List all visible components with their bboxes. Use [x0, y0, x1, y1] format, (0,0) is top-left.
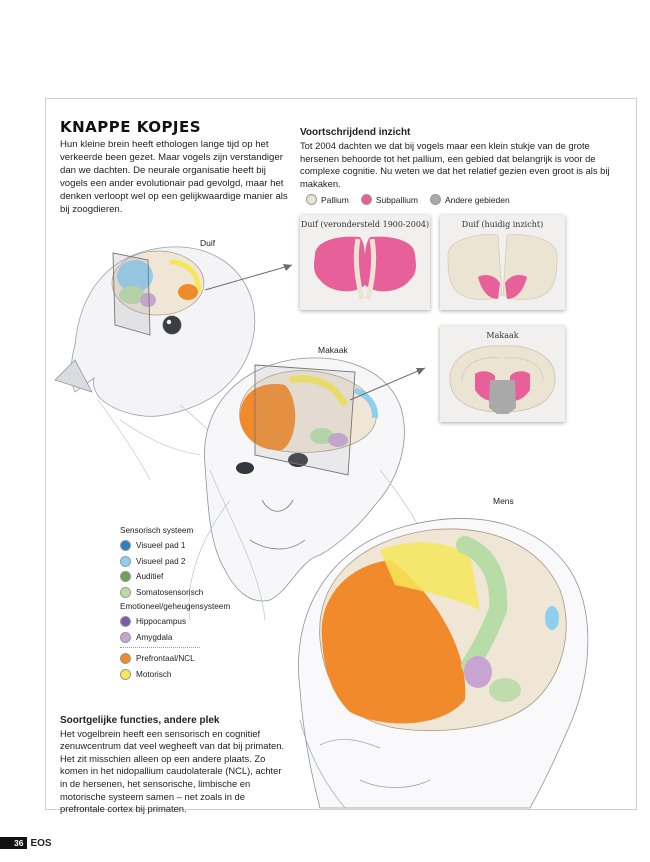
panel-title: Duif (huidig inzicht)	[461, 220, 544, 229]
legend-group-sensory: Sensorisch systeem	[120, 526, 194, 535]
legend-label: Somatosensorisch	[136, 587, 204, 597]
legend-label: Hippocampus	[136, 617, 187, 627]
article-intro: Hun kleine brein heeft ethologen lange t…	[60, 139, 288, 215]
legend-label: Visueel pad 2	[136, 556, 186, 566]
legend-label: Amygdala	[136, 632, 173, 642]
subpallium-swatch	[360, 194, 372, 205]
visual-path-2-swatch	[120, 555, 131, 567]
panel-pigeon-new: Duif (huidig inzicht)	[440, 215, 565, 310]
pigeon-old-section	[314, 236, 416, 300]
panel-title: Makaak	[486, 331, 519, 340]
motor-swatch	[120, 668, 131, 680]
legend-item-visual-2: Visueel pad 2	[120, 554, 230, 570]
panel-macaque: Makaak	[440, 326, 565, 422]
bottom-section: Soortgelijke functies, andere plek Het v…	[60, 715, 290, 816]
legend-item-prefrontal: Prefrontaal/NCL	[120, 651, 230, 667]
legend-item-hippocampus: Hippocampus	[120, 614, 230, 630]
legend-label: Pallium	[321, 194, 349, 205]
panel-title: Duif (verondersteld 1900-2004)	[300, 220, 430, 229]
legend-item-other: Andere gebieden	[429, 194, 510, 205]
other-areas-swatch	[429, 194, 441, 205]
somatosensory-swatch	[120, 586, 131, 598]
legend-label: Visueel pad 1	[136, 541, 186, 551]
pigeon-head-illustration	[54, 246, 293, 481]
macaque-head-illustration	[188, 357, 441, 621]
auditory-swatch	[120, 571, 131, 583]
human-head-illustration	[298, 518, 589, 809]
legend-item-pallium: Pallium	[306, 194, 349, 205]
legend-label: Subpallium	[375, 194, 418, 205]
page-number: 36	[0, 837, 28, 849]
bottom-heading: Soortgelijke functies, andere plek	[60, 715, 220, 726]
legend-label: Auditief	[136, 572, 164, 582]
bottom-text: Het vogelbrein heeft een sensorisch en c…	[60, 727, 285, 815]
human-label: Mens	[493, 496, 514, 506]
legend-item-amygdala: Amygdala	[120, 630, 230, 646]
legend-label: Prefrontaal/NCL	[136, 654, 195, 664]
legend-item-visual-1: Visueel pad 1	[120, 538, 230, 554]
progress-heading: Voortschrijdend inzicht	[300, 127, 411, 138]
function-legend: Sensorisch systeem Visueel pad 1 Visueel…	[120, 524, 230, 682]
pigeon-label: Duif	[200, 238, 216, 248]
legend-item-motor: Motorisch	[120, 667, 230, 683]
legend-label: Motorisch	[136, 669, 172, 679]
macaque-section	[449, 345, 556, 414]
magazine-name: EOS	[30, 837, 52, 849]
macaque-label: Makaak	[318, 345, 348, 355]
prefrontal-swatch	[120, 653, 131, 665]
pigeon-new-section	[447, 234, 558, 300]
region-legend: Pallium Subpallium Andere gebieden	[306, 194, 510, 205]
visual-path-1-swatch	[120, 540, 131, 552]
hippocampus-swatch	[120, 616, 131, 628]
page-footer: 36 EOS	[0, 836, 52, 850]
amygdala-swatch	[120, 631, 131, 643]
article-title: KNAPPE KOPJES	[60, 118, 202, 136]
legend-divider	[120, 647, 200, 648]
legend-item-subpallium: Subpallium	[360, 194, 418, 205]
legend-group-emotional: Emotioneel/geheugensysteem	[120, 602, 231, 611]
legend-item-auditory: Auditief	[120, 569, 230, 585]
panel-pigeon-old: Duif (verondersteld 1900-2004)	[300, 215, 430, 310]
article-frame	[45, 98, 637, 810]
legend-label: Andere gebieden	[444, 194, 510, 205]
progress-text: Tot 2004 dachten we dat bij vogels maar …	[300, 140, 610, 189]
legend-item-somatosensory: Somatosensorisch	[120, 585, 230, 601]
pallium-swatch	[306, 194, 317, 205]
